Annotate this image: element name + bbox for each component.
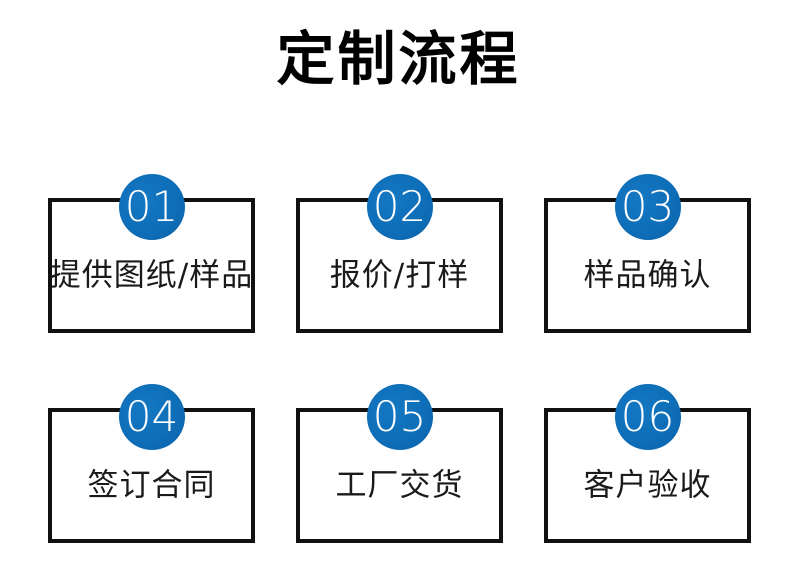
step-number-badge-6: 06 <box>614 384 681 450</box>
step-number-badge-4: 04 <box>118 384 185 450</box>
step-number-badge-2: 02 <box>366 174 433 240</box>
step-number-6: 06 <box>620 392 675 441</box>
steps-grid: 01 提供图纸/样品 02 报价/打样 03 样品确认 04 签订合同 05 <box>48 174 751 543</box>
step-box-1: 01 提供图纸/样品 <box>48 174 255 333</box>
step-label-1: 提供图纸/样品 <box>49 257 254 294</box>
step-number-1: 01 <box>124 182 179 231</box>
step-number-4: 04 <box>124 392 179 441</box>
step-label-6: 客户验收 <box>583 467 712 504</box>
step-label-5: 工厂交货 <box>335 467 464 504</box>
page-title: 定制流程 <box>276 25 521 93</box>
step-number-3: 03 <box>620 182 675 231</box>
step-number-badge-5: 05 <box>366 384 433 450</box>
step-number-badge-3: 03 <box>614 174 681 240</box>
step-number-2: 02 <box>372 182 427 231</box>
step-number-badge-1: 01 <box>118 174 185 240</box>
step-box-3: 03 样品确认 <box>544 174 751 333</box>
step-box-5: 05 工厂交货 <box>296 384 503 543</box>
step-box-6: 06 客户验收 <box>544 384 751 543</box>
step-label-4: 签订合同 <box>87 467 216 504</box>
step-label-3: 样品确认 <box>583 257 712 294</box>
step-number-5: 05 <box>372 392 427 441</box>
step-box-4: 04 签订合同 <box>48 384 255 543</box>
step-box-2: 02 报价/打样 <box>296 174 503 333</box>
step-label-2: 报价/打样 <box>329 257 470 294</box>
